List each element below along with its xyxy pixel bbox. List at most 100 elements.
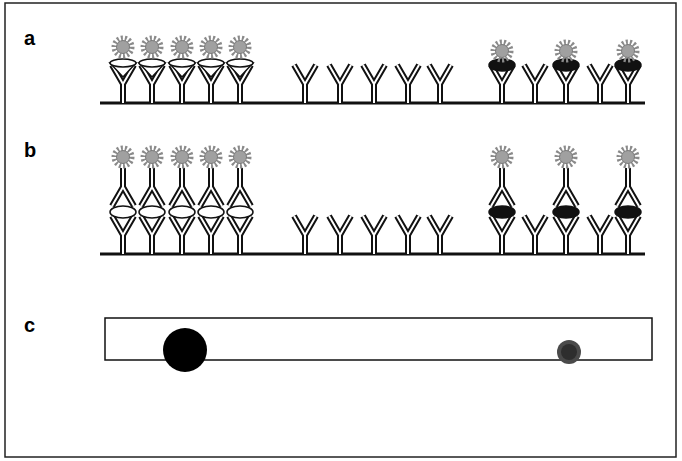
- antigen: [198, 206, 224, 218]
- antibody: [429, 216, 451, 254]
- antigen: [198, 59, 224, 67]
- antibody: [329, 216, 351, 254]
- antigen: [227, 59, 253, 67]
- antigen: [169, 206, 195, 218]
- antigen: [169, 59, 195, 67]
- antibody: [363, 65, 385, 103]
- antibody: [617, 216, 639, 254]
- antigen: [615, 206, 641, 218]
- antibody: [491, 216, 513, 254]
- antibody: [555, 216, 577, 254]
- antigen: [110, 59, 136, 67]
- label-star: [146, 151, 159, 164]
- antigen: [139, 206, 165, 218]
- detection-antibody: [491, 168, 513, 206]
- label-star: [202, 38, 220, 56]
- label-star: [557, 42, 575, 60]
- antibody: [491, 216, 513, 254]
- panel-label: c: [24, 315, 35, 335]
- antibody: [429, 65, 451, 103]
- detection-antibody: [200, 168, 222, 206]
- detection-antibody: [491, 168, 513, 206]
- detection-antibody: [112, 168, 134, 206]
- antibody: [397, 216, 419, 254]
- antigen: [489, 206, 515, 218]
- antibody: [171, 216, 193, 254]
- label-star: [619, 42, 637, 60]
- panel-label: a: [24, 28, 35, 48]
- label-star: [231, 38, 249, 56]
- antibody: [294, 65, 316, 103]
- antibody: [429, 65, 451, 103]
- label-star: [205, 151, 218, 164]
- antibody: [555, 216, 577, 254]
- detection-antibody: [555, 168, 577, 206]
- antibody: [141, 216, 163, 254]
- antibody: [200, 216, 222, 254]
- label-star: [114, 38, 132, 56]
- antibody: [363, 216, 385, 254]
- antigen: [227, 206, 253, 218]
- antibody: [141, 216, 163, 254]
- antigen: [553, 206, 579, 218]
- detection-antibody: [617, 168, 639, 206]
- figure-frame: [5, 3, 676, 457]
- antibody: [524, 65, 546, 103]
- antibody: [524, 65, 546, 103]
- weak-dot: [557, 340, 581, 364]
- antibody: [524, 216, 546, 254]
- detection-antibody: [171, 168, 193, 206]
- label-star: [560, 45, 573, 58]
- detection-antibody: [112, 168, 134, 206]
- label-star: [622, 45, 635, 58]
- antibody: [229, 216, 251, 254]
- label-star: [146, 41, 159, 54]
- antibody: [112, 216, 134, 254]
- detection-antibody: [200, 168, 222, 206]
- label-star: [234, 41, 247, 54]
- antibody: [112, 216, 134, 254]
- label-star: [234, 151, 247, 164]
- label-star: [231, 148, 249, 166]
- antibody: [329, 216, 351, 254]
- label-star: [176, 151, 189, 164]
- strong-dot: [163, 328, 207, 372]
- detection-antibody: [171, 168, 193, 206]
- label-star: [493, 148, 511, 166]
- antigen: [615, 59, 641, 71]
- antibody: [589, 65, 611, 103]
- antibody: [363, 65, 385, 103]
- weak-dot: [561, 344, 577, 360]
- label-star: [173, 148, 191, 166]
- antibody: [589, 216, 611, 254]
- label-star: [173, 38, 191, 56]
- antigen: [139, 59, 165, 67]
- antibody: [294, 65, 316, 103]
- antibody: [229, 216, 251, 254]
- label-star: [114, 148, 132, 166]
- label-star: [117, 41, 130, 54]
- antibody: [589, 65, 611, 103]
- antibody: [171, 216, 193, 254]
- label-star: [202, 148, 220, 166]
- detection-antibody: [229, 168, 251, 206]
- label-star: [496, 45, 509, 58]
- detection-antibody: [141, 168, 163, 206]
- label-star: [143, 148, 161, 166]
- label-star: [619, 148, 637, 166]
- antibody: [397, 65, 419, 103]
- antibody: [397, 216, 419, 254]
- antigen: [553, 59, 579, 71]
- antibody: [294, 216, 316, 254]
- antibody: [363, 216, 385, 254]
- label-star: [117, 151, 130, 164]
- label-star: [143, 38, 161, 56]
- antibody: [397, 65, 419, 103]
- antibody: [617, 216, 639, 254]
- detection-antibody: [617, 168, 639, 206]
- label-star: [560, 151, 573, 164]
- detection-antibody: [229, 168, 251, 206]
- label-star: [622, 151, 635, 164]
